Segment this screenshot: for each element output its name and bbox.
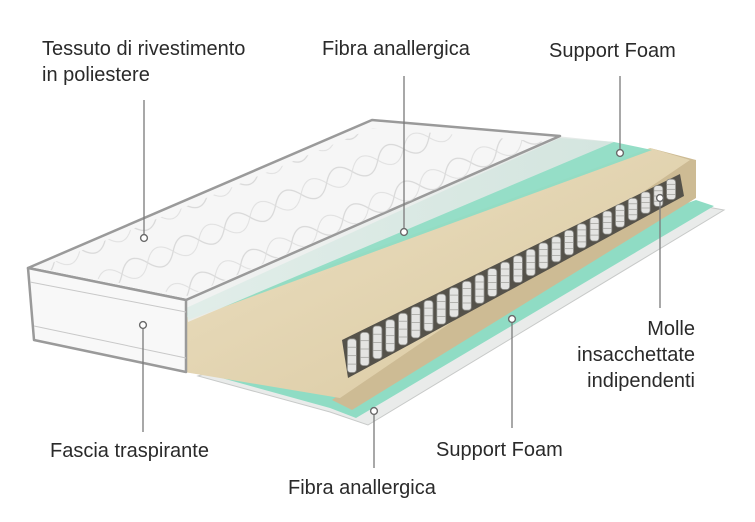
label-cover-fabric-line1: Tessuto di rivestimento: [42, 38, 246, 60]
pocket-springs: [346, 178, 676, 373]
label-cover-fabric-line2: in poliestere: [42, 64, 150, 86]
label-springs-line1: Molle: [647, 318, 695, 340]
label-springs: Molle insacchettate indipendenti: [577, 316, 695, 394]
spring-core-front: [184, 148, 690, 398]
top-fiber-layer: [186, 136, 614, 322]
label-springs-line2: insacchettate: [577, 344, 695, 366]
label-fiber-top: Fibra anallergica: [322, 38, 470, 60]
label-springs-line3: indipendenti: [587, 370, 695, 392]
label-support-foam-bottom: Support Foam: [436, 439, 563, 461]
leader-lines: [142, 76, 661, 468]
label-support-foam-top: Support Foam: [549, 40, 676, 62]
top-support-foam-layer: [186, 138, 652, 320]
breathable-band: [26, 266, 188, 374]
label-breathable-band: Fascia traspirante: [50, 440, 209, 462]
label-fiber-bottom: Fibra anallergica: [288, 477, 436, 499]
label-cover-fabric: Tessuto di rivestimento in poliestere: [42, 36, 245, 88]
marker-dots: [138, 148, 665, 416]
